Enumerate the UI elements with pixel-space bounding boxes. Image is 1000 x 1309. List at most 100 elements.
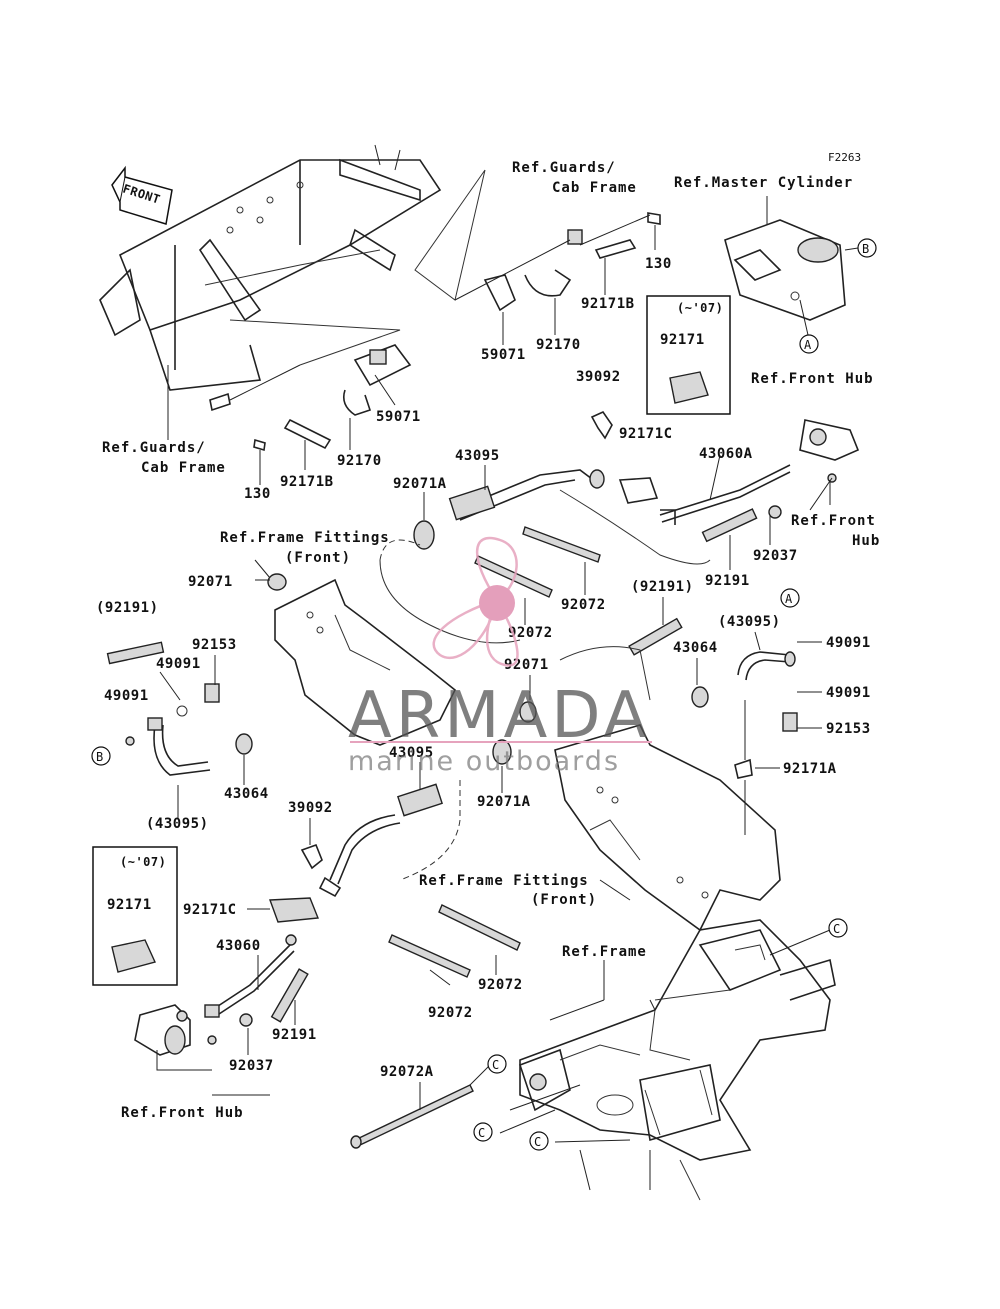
part-39092-top: 39092 (576, 369, 621, 385)
marker-B-left: B (91, 746, 111, 766)
part-43095-paren-left: (43095) (146, 816, 209, 832)
hose-43095-mid (300, 780, 461, 898)
part-92153-right: 92153 (826, 721, 871, 737)
part-92072-c: 92072 (478, 977, 523, 993)
part-92037-bottom: 92037 (229, 1058, 274, 1074)
inset-box-bottom: (~'07) 92171 (92, 846, 178, 986)
part-92071A-top: 92071A (393, 476, 447, 492)
watermark-brand: ARMADA (348, 679, 651, 753)
marker-B-top: B (857, 238, 877, 258)
part-92071A-mid: 92071A (477, 794, 531, 810)
part-92170-mid: 92170 (337, 453, 382, 469)
part-43060: 43060 (216, 938, 261, 954)
front-hub-bottom (134, 1004, 253, 1071)
part-92072-a: 92072 (561, 597, 606, 613)
cable-tie-92072-c (438, 904, 521, 951)
ref-guards-left-1: Ref.Guards/ (102, 440, 206, 456)
part-43064-left: 43064 (224, 786, 269, 802)
part-92037-top: 92037 (753, 548, 798, 564)
clamp-92171C-mid (269, 897, 319, 923)
bracket-59071-top (454, 212, 661, 312)
marker-A-top: A (799, 334, 819, 354)
svg-text:A: A (804, 338, 812, 352)
svg-text:B: B (862, 242, 869, 256)
ref-front-hub-bottom: Ref.Front Hub (121, 1105, 244, 1121)
part-92191-bottom: 92191 (272, 1027, 317, 1043)
part-92153-left: 92153 (192, 637, 237, 653)
ref-front-hub-right-1: Ref.Front (791, 513, 876, 529)
part-92071-left: 92071 (188, 574, 233, 590)
part-43095-top: 43095 (455, 448, 500, 464)
part-92072-b: 92072 (508, 625, 553, 641)
brake-hose-upper (413, 419, 860, 550)
part-49091-left-b: 49091 (104, 688, 149, 704)
cable-tie-92072-d (388, 934, 471, 978)
ref-guards-top-2: Cab Frame (552, 180, 637, 196)
part-59071-mid: 59071 (376, 409, 421, 425)
armada-watermark: ARMADA marine outboards (348, 536, 652, 777)
part-59071-top: 59071 (481, 347, 526, 363)
inset-box-top: (~'07) 92171 (646, 295, 731, 415)
part-130-top: 130 (645, 256, 672, 272)
part-92191-paren-left: (92191) (96, 600, 159, 616)
part-92072A: 92072A (380, 1064, 434, 1080)
part-92171B-mid: 92171B (280, 474, 334, 490)
leader-lines (159, 225, 831, 1110)
main-frame-drawing (499, 919, 836, 1201)
marker-A-mid: A (780, 588, 800, 608)
front-arrow-icon: FRONT (111, 165, 173, 225)
part-92171B-top: 92171B (581, 296, 635, 312)
svg-text:C: C (534, 1135, 541, 1149)
ref-frame-fittings-mid-1: Ref.Frame Fittings (419, 873, 589, 889)
cable-tie-92072-a (522, 526, 601, 563)
cab-frame-drawing (99, 144, 442, 391)
part-130-mid: 130 (244, 486, 271, 502)
part-92170-top: 92170 (536, 337, 581, 353)
marker-C-bottom: C (529, 1131, 549, 1151)
part-43060A: 43060A (699, 446, 753, 462)
clip-39092-top (590, 410, 613, 440)
marker-C-right: C (828, 918, 848, 938)
part-92191-top: 92191 (705, 573, 750, 589)
part-92171C-mid: 92171C (183, 902, 237, 918)
ref-frame-fittings-top-1: Ref.Frame Fittings (220, 530, 390, 546)
ref-front-hub-right-2: Hub (852, 533, 880, 549)
part-49091-right-b: 49091 (826, 685, 871, 701)
ref-guards-left-2: Cab Frame (141, 460, 226, 476)
ref-master-cylinder: Ref.Master Cylinder (674, 175, 853, 191)
svg-text:C: C (492, 1058, 499, 1072)
part-92072-d: 92072 (428, 1005, 473, 1021)
ref-frame-fittings-mid-2: (Front) (531, 892, 597, 908)
part-92171C-top: 92171C (619, 426, 673, 442)
watermark-tagline: marine outboards (348, 746, 620, 777)
svg-text:C: C (478, 1126, 485, 1140)
marker-C-tie: C (487, 1054, 507, 1074)
inset-bottom-part: 92171 (107, 897, 152, 913)
part-49091-left-a: 49091 (156, 656, 201, 672)
inset-top-part: 92171 (660, 332, 705, 348)
hose-43095-left (106, 641, 253, 818)
part-43064-right: 43064 (673, 640, 718, 656)
grommet-92071A-mid (492, 739, 512, 765)
part-43095-mid: 43095 (389, 745, 434, 761)
inset-bottom-title: (~'07) (120, 855, 166, 869)
diagram-code: F2263 (828, 151, 861, 164)
frame-fitting-left (254, 559, 457, 746)
ref-guards-top-1: Ref.Guards/ (512, 160, 616, 176)
marker-C-left: C (473, 1122, 493, 1142)
cable-tie-92072A (350, 1084, 474, 1149)
frame-fitting-mid (554, 724, 781, 932)
svg-text:B: B (96, 750, 103, 764)
svg-text:A: A (785, 592, 793, 606)
part-92171A: 92171A (783, 761, 837, 777)
part-39092-mid: 39092 (288, 800, 333, 816)
ref-frame: Ref.Frame (562, 944, 647, 960)
ref-front-hub-top: Ref.Front Hub (751, 371, 874, 387)
part-49091-right-a: 49091 (826, 635, 871, 651)
grommet-92071 (519, 701, 537, 723)
part-43095-paren-right: (43095) (718, 614, 781, 630)
part-92191-paren-right: (92191) (631, 579, 694, 595)
master-cylinder-drawing (724, 196, 859, 336)
inset-top-title: (~'07) (677, 301, 723, 315)
